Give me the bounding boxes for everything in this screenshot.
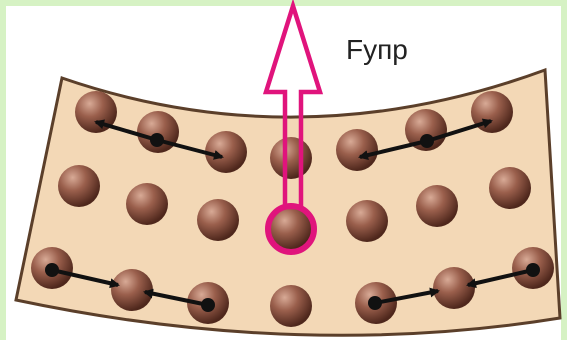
particle <box>111 269 153 311</box>
particle <box>346 200 388 242</box>
particle <box>126 183 168 225</box>
bond-node-bottom-right-a <box>368 296 382 310</box>
particle <box>336 129 378 171</box>
bond-node-bottom-left-a <box>45 263 59 277</box>
elastic-force-label: Fупр <box>346 34 408 66</box>
particle <box>270 285 312 327</box>
bond-node-top-right <box>420 134 434 148</box>
particle <box>416 185 458 227</box>
particle <box>489 167 531 209</box>
particle <box>197 199 239 241</box>
bond-node-bottom-left-b <box>201 298 215 312</box>
particle <box>270 137 312 179</box>
bond-node-bottom-right-b <box>526 263 540 277</box>
particle <box>58 165 100 207</box>
bond-node-top-left <box>150 133 164 147</box>
particle <box>205 131 247 173</box>
particle <box>433 267 475 309</box>
